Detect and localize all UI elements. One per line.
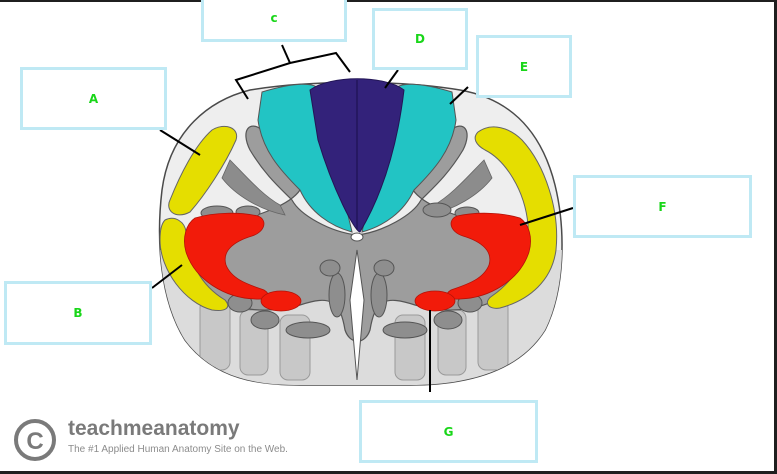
central-canal: [351, 233, 363, 241]
label-b-text: B: [73, 306, 82, 320]
label-f-text: F: [658, 200, 666, 214]
label-c-text: c: [270, 11, 277, 25]
leader-c-stem: [282, 45, 290, 63]
label-box-a[interactable]: A: [20, 67, 167, 130]
label-box-f[interactable]: F: [573, 175, 752, 238]
label-box-e[interactable]: E: [476, 35, 572, 98]
label-g-text: G: [444, 425, 454, 439]
label-a-text: A: [89, 92, 98, 106]
label-box-b[interactable]: B: [4, 281, 152, 345]
watermark-title: teachmeanatomy: [68, 417, 288, 441]
label-box-d[interactable]: D: [372, 8, 468, 70]
motor-nucleus-left: [261, 291, 301, 311]
watermark: teachmeanatomy The #1 Applied Human Anat…: [68, 417, 288, 455]
watermark-subtitle: The #1 Applied Human Anatomy Site on the…: [68, 444, 288, 455]
copyright-logo-icon: C: [13, 418, 57, 462]
motor-nucleus-right: [415, 291, 455, 311]
copyright-logo-glyph: C: [26, 428, 43, 455]
label-box-c[interactable]: c: [201, 0, 347, 42]
label-box-g[interactable]: G: [359, 400, 538, 463]
label-d-text: D: [415, 32, 425, 46]
label-e-text: E: [520, 60, 528, 74]
